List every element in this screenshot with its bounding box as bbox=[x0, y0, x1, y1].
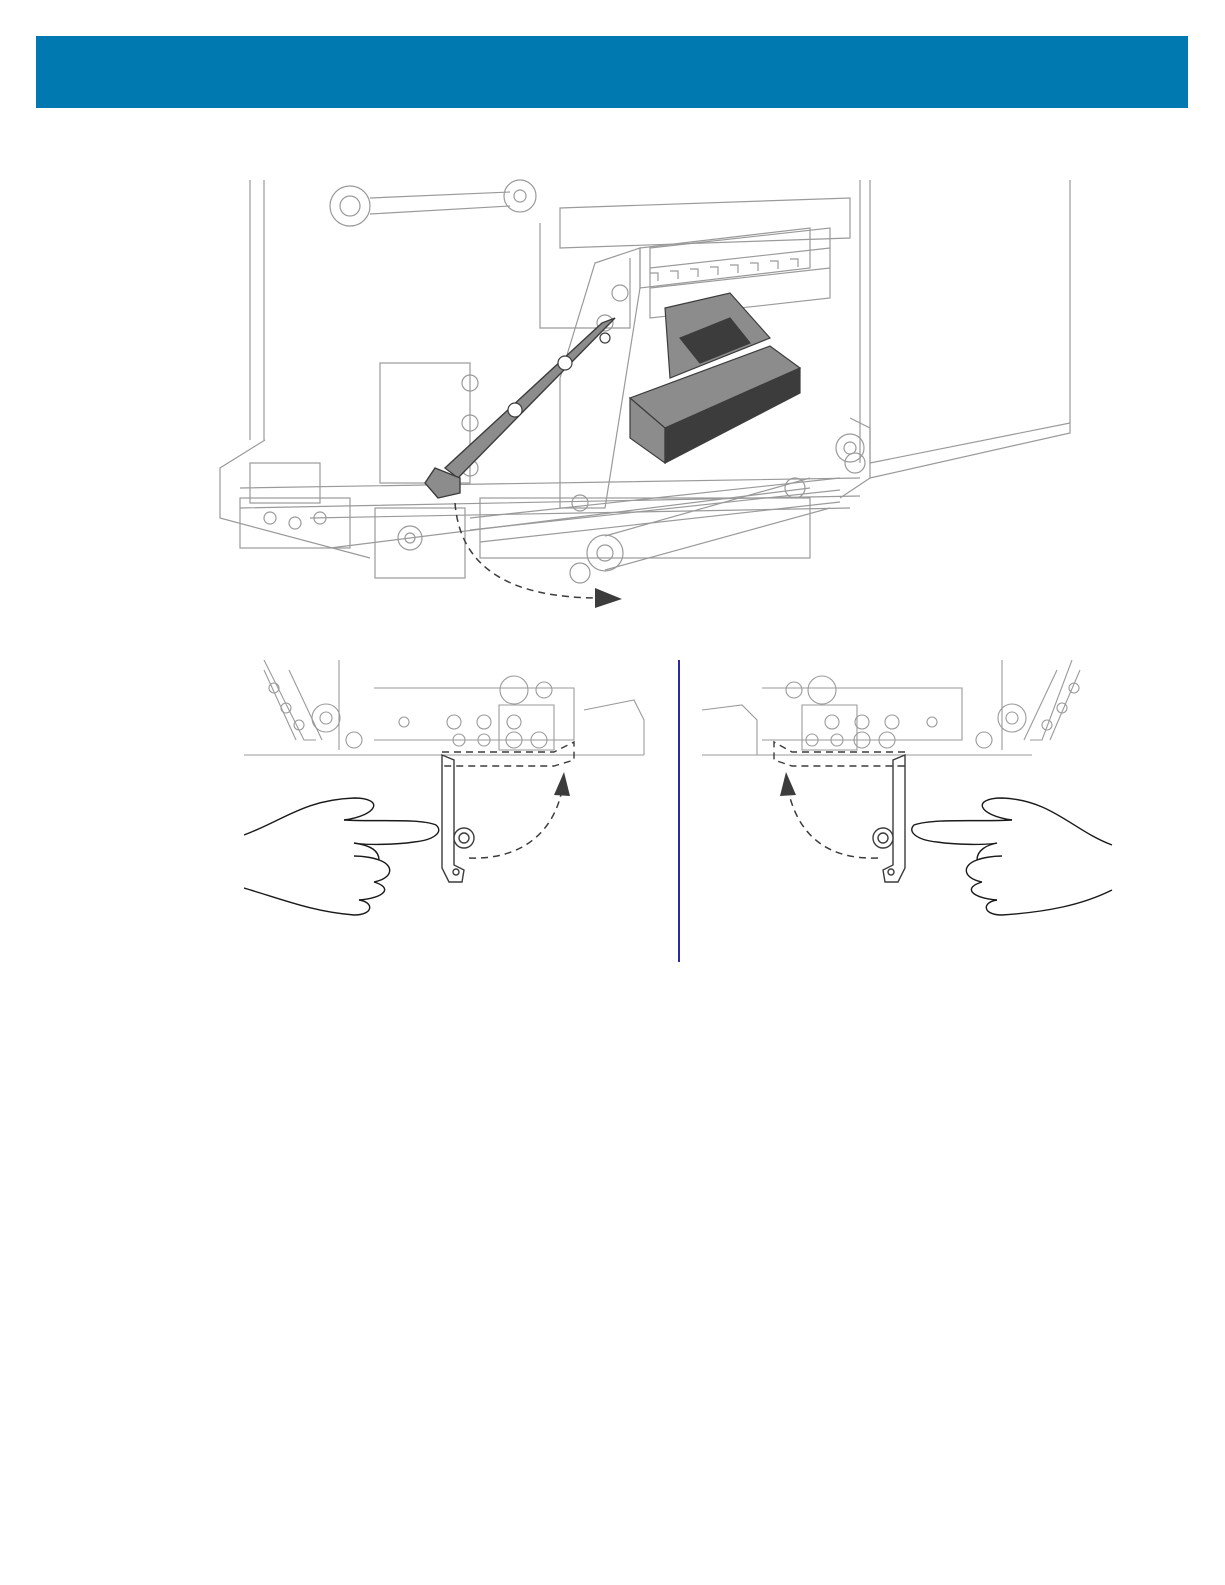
left-hand-rotate-lever-illustration bbox=[244, 660, 648, 922]
curved-dashed-arrow-up bbox=[780, 772, 878, 858]
header-bar bbox=[36, 36, 1188, 108]
lever-bracket bbox=[873, 755, 905, 882]
right-hand-rotate-lever-illustration bbox=[702, 660, 1122, 922]
figure-divider bbox=[678, 660, 680, 962]
printhead-open-lever-illustration bbox=[210, 178, 1080, 618]
lever-bracket bbox=[442, 755, 474, 882]
right-hand-icon bbox=[912, 798, 1112, 915]
curved-dashed-arrow-up bbox=[469, 772, 570, 858]
printhead-open-lever bbox=[425, 318, 615, 498]
printhead-open-figure bbox=[210, 178, 1080, 618]
left-hand-figure bbox=[244, 660, 648, 922]
right-hand-figure bbox=[702, 660, 1122, 922]
left-hand-icon bbox=[244, 798, 439, 915]
printhead bbox=[630, 293, 800, 463]
